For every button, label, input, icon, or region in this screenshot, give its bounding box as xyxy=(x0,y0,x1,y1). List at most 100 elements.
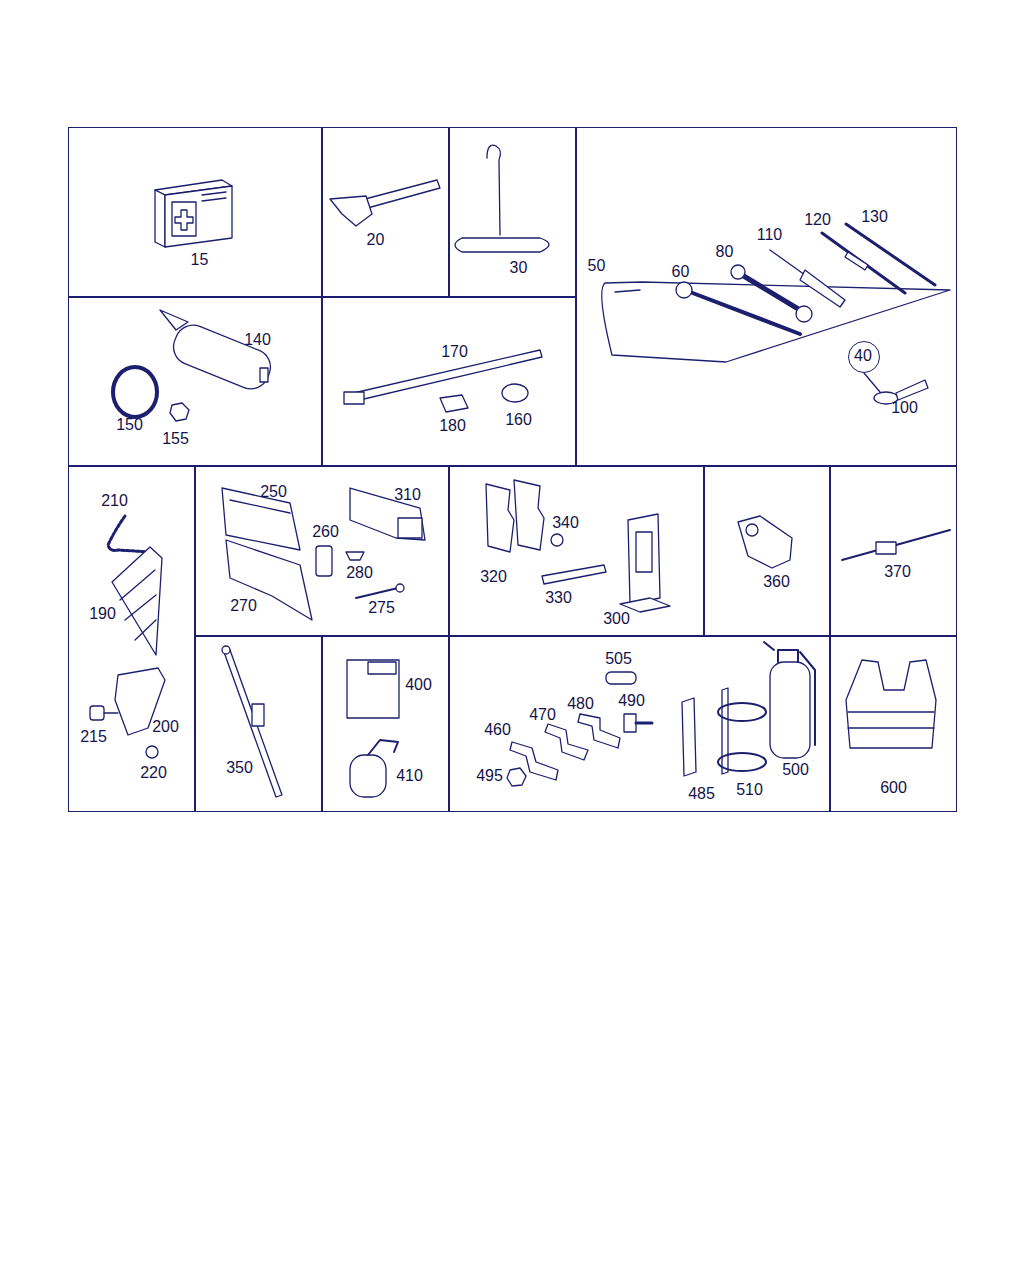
parts-panel: 340320330300 xyxy=(449,466,704,636)
clamp xyxy=(113,367,157,417)
spanner-end xyxy=(796,306,812,322)
kit-side xyxy=(155,190,165,247)
callout-number: 480 xyxy=(567,695,594,713)
callout-number: 495 xyxy=(476,767,503,785)
rivet xyxy=(146,746,158,758)
callout-number: 470 xyxy=(529,706,556,724)
callout-number: 130 xyxy=(861,208,888,226)
vest-stripe xyxy=(848,711,934,712)
callout-number: 490 xyxy=(618,692,645,710)
callout-number: 500 xyxy=(782,761,809,779)
parts-panel: 505490470480460495485510500 xyxy=(449,636,830,812)
lamp xyxy=(350,755,386,797)
kit-text xyxy=(202,192,226,195)
kit-text xyxy=(202,198,226,201)
callout-number: 30 xyxy=(510,259,528,277)
callout-number: 260 xyxy=(312,523,339,541)
t-handle-rod xyxy=(487,145,500,235)
first-aid-kit xyxy=(165,186,232,247)
callout-number: 150 xyxy=(116,416,143,434)
parts-panel: 15 xyxy=(68,127,322,297)
parts-panel: 360 xyxy=(704,466,830,636)
extinguisher-valve xyxy=(764,642,815,745)
screwdriver-blade xyxy=(770,250,805,275)
callout-number: 370 xyxy=(884,563,911,581)
callout-number: 220 xyxy=(140,764,167,782)
holder-band xyxy=(718,703,766,721)
callout-number: 275 xyxy=(368,599,395,617)
t-handle-grip xyxy=(455,238,549,252)
parts-panel: 30 xyxy=(449,127,576,297)
rod-clip xyxy=(252,704,264,726)
tool-bar xyxy=(822,233,905,293)
screw-head xyxy=(396,584,404,592)
clip xyxy=(502,384,528,402)
callout-number: 400 xyxy=(405,676,432,694)
clip xyxy=(316,546,332,576)
pad xyxy=(440,395,468,412)
parts-panel: 20 xyxy=(322,127,449,297)
callout-number: 505 xyxy=(605,650,632,668)
callout-number: 110 xyxy=(757,226,783,244)
clip xyxy=(551,534,563,546)
callout-number: 250 xyxy=(260,483,287,501)
compressor xyxy=(168,320,276,395)
callout-number: 40 xyxy=(854,347,872,365)
parts-panel: 350 xyxy=(195,636,322,812)
callout-number: 200 xyxy=(152,718,179,736)
bolt-shank xyxy=(636,722,652,725)
holder-block xyxy=(398,518,422,538)
callout-number: 210 xyxy=(101,492,128,510)
callout-number: 600 xyxy=(880,779,907,797)
parts-panel: 400 410 xyxy=(322,636,449,812)
bar xyxy=(542,565,606,584)
callout-number: 215 xyxy=(80,728,107,746)
leader-line xyxy=(864,373,880,392)
lamp-handle xyxy=(368,740,398,755)
lamp-box xyxy=(347,660,399,718)
rivet xyxy=(346,552,364,560)
screwdriver-handle xyxy=(800,270,845,307)
tool-grip xyxy=(845,252,868,270)
callout-number: 80 xyxy=(716,243,734,261)
callout-number: 340 xyxy=(552,514,579,532)
callout-number: 190 xyxy=(89,605,116,623)
callout-number: 160 xyxy=(505,411,532,429)
callout-number: 120 xyxy=(804,211,831,229)
ratchet xyxy=(876,542,896,554)
parts-panel: 370 xyxy=(830,466,957,636)
towing-eye-thread xyxy=(896,380,928,400)
stand xyxy=(628,514,660,604)
wrench-head xyxy=(330,196,372,226)
callout-number: 410 xyxy=(396,767,423,785)
stand-panel xyxy=(636,532,652,572)
holder xyxy=(722,688,728,774)
wheel-chock xyxy=(112,547,162,655)
callout-number: 140 xyxy=(244,331,271,349)
parts-panel: 210 190 215 200 220 xyxy=(68,466,195,812)
callout-number: 280 xyxy=(346,564,373,582)
callout-number: 320 xyxy=(480,568,507,586)
parts-panel: 170180160 xyxy=(322,297,576,466)
callout-number: 485 xyxy=(688,785,715,803)
bolt-shank xyxy=(104,712,118,713)
nut xyxy=(507,768,526,786)
callout-number: 50 xyxy=(588,257,606,275)
callout-number: 180 xyxy=(439,417,466,435)
parts-panel: 600 xyxy=(830,636,957,812)
kit-label xyxy=(172,202,196,236)
strap-plate xyxy=(545,724,588,760)
holder-edge xyxy=(230,500,290,513)
lock-eye xyxy=(746,524,758,536)
callout-circle: 40 xyxy=(848,341,880,373)
kit-cross xyxy=(175,210,193,230)
lock xyxy=(738,516,792,568)
bracket xyxy=(514,480,544,550)
nut xyxy=(170,403,189,421)
callout-number: 300 xyxy=(603,610,630,628)
spanner xyxy=(742,275,800,310)
parts-panel: 50608011012013010040 xyxy=(576,127,957,466)
callout-number: 155 xyxy=(162,430,189,448)
bolt xyxy=(624,714,636,732)
